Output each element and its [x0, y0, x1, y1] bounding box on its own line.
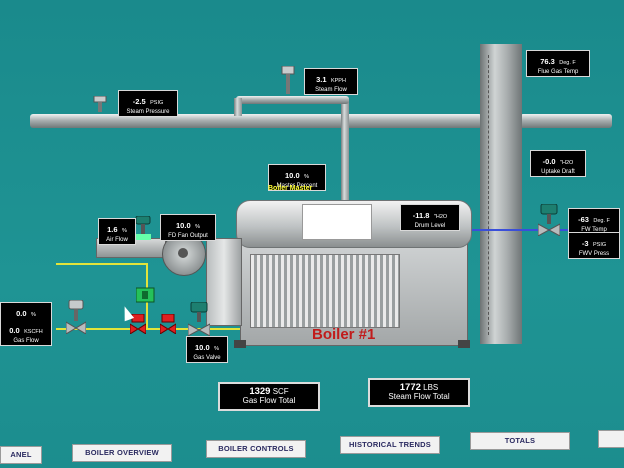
uptake-draft-unit: "H2O: [560, 160, 574, 166]
drum-level-unit: "H2O: [433, 214, 448, 220]
gas-total-label: Gas Flow Total: [242, 396, 296, 406]
uptake-draft-readout: -0.0 "H2O Uptake Draft: [530, 150, 586, 178]
steam-pressure-value: -2.5: [132, 97, 146, 106]
steam-riser-pipe: [341, 98, 349, 202]
fw-press-label: FWV Press: [578, 250, 610, 257]
fd-fan-hub: [178, 248, 188, 258]
boiler-leg: [234, 340, 246, 348]
uptake-draft-value: -0.0: [542, 157, 556, 166]
boiler-leg: [458, 340, 470, 348]
fw-temp-readout: -63 Deg. F FW Temp: [568, 208, 620, 236]
tab-extra[interactable]: [598, 430, 624, 448]
fd-fan-output-unit: %: [195, 224, 200, 230]
boiler-grate: [250, 254, 400, 328]
fd-fan-output-value: 10.0: [176, 221, 191, 230]
air-flow-value: 1.6: [107, 225, 118, 234]
feedwater-valve-icon[interactable]: [537, 203, 561, 241]
steam-header-pipe: [30, 114, 482, 128]
air-damper-icon[interactable]: [134, 215, 152, 247]
steam-flow-label: Steam Flow: [315, 86, 347, 93]
steam-total-label: Steam Flow Total: [388, 392, 450, 402]
master-percent-value: 10.0: [285, 171, 300, 180]
uptake-draft-label: Uptake Draft: [541, 168, 575, 175]
gas-line-top: [56, 263, 148, 265]
stack-edge-line: [488, 55, 490, 335]
tab-historical-trends[interactable]: HISTORICAL TRENDS: [340, 436, 440, 454]
fw-press-unit: PSIG: [592, 242, 607, 248]
fd-fan-output-label: FD Fan Output: [168, 232, 208, 239]
gas-valve-label: Gas Valve: [193, 354, 221, 361]
gas-flow-kscfh-unit: KSCFH: [24, 328, 43, 335]
gas-flow-kscfh-value: 0.0: [9, 325, 20, 335]
flue-gas-temp-label: Flue Gas Temp: [537, 68, 579, 75]
gas-control-valve-icon[interactable]: [187, 301, 211, 341]
gas-flow-label: Gas Flow: [13, 337, 39, 344]
tab-panel[interactable]: ANEL: [0, 446, 42, 464]
gas-flow-readout: 0.0 % 0.0 KSCFH Gas Flow: [0, 302, 52, 346]
air-flow-unit: %: [122, 228, 127, 234]
fw-temp-unit: Deg. F: [593, 218, 610, 224]
tab-totals[interactable]: TOTALS: [470, 432, 570, 450]
fw-temp-label: FW Temp: [581, 226, 607, 233]
exhaust-stack: [480, 44, 522, 344]
master-percent-label: Master Percent: [276, 182, 318, 189]
steam-pressure-unit: PSIG: [150, 100, 164, 106]
master-percent-readout: 10.0 % Master Percent: [268, 164, 326, 192]
boiler-master-label: Boiler Master: [268, 185, 313, 192]
flue-gas-temp-unit: Deg. F: [559, 60, 576, 66]
steam-flow-readout: 3.1 KPPH Steam Flow: [304, 68, 358, 96]
steam-total-unit: LBS: [423, 383, 439, 392]
gas-flow-valve-icon[interactable]: [65, 299, 87, 339]
air-flow-readout: 1.6 % Air Flow: [98, 218, 136, 246]
boiler-window: [302, 204, 372, 240]
feedwater-line: [472, 229, 572, 231]
drum-level-value: -11.8: [412, 211, 430, 220]
air-flow-label: Air Flow: [106, 236, 128, 243]
steam-riser-left: [234, 98, 242, 116]
gas-total-value: 1329: [249, 386, 271, 397]
fw-temp-value: -63: [578, 215, 589, 224]
gas-flow-percent-unit: %: [31, 312, 36, 318]
steam-total-value: 1772: [399, 382, 421, 393]
windbox-duct: [206, 238, 242, 326]
gas-valve-readout: 10.0 % Gas Valve: [186, 336, 228, 364]
steam-pressure-label: Steam Pressure: [126, 108, 170, 115]
tab-boiler-controls[interactable]: BOILER CONTROLS: [206, 440, 306, 458]
boiler-title: Boiler #1: [312, 326, 376, 343]
fw-press-readout: -3 PSIG FWV Press: [568, 232, 620, 260]
steam-flow-value: 3.1: [316, 75, 327, 84]
gas-total-unit: SCF: [272, 387, 289, 396]
flow-transmitter-icon: [280, 65, 296, 101]
gas-valve-unit: %: [214, 346, 219, 352]
tab-boiler-overview[interactable]: BOILER OVERVIEW: [72, 444, 172, 462]
steam-flow-unit: KPPH: [330, 78, 346, 84]
drum-level-label: Drum Level: [414, 222, 446, 229]
green-valve-icon[interactable]: [135, 286, 156, 311]
steam-riser-top: [236, 96, 349, 104]
fw-press-value: -3: [581, 239, 589, 248]
steam-pressure-readout: -2.5 PSIG Steam Pressure: [118, 90, 178, 118]
steam-header-pipe-right: [520, 114, 612, 128]
gas-line-main: [56, 328, 240, 330]
flue-gas-temp-value: 76.3: [540, 57, 555, 66]
drum-level-readout: -11.8 "H2O Drum Level: [400, 204, 460, 232]
gas-valve-value: 10.0: [195, 343, 210, 352]
fd-fan-output-readout: 10.0 % FD Fan Output: [160, 214, 216, 242]
steam-flow-total-box: 1772 LBS Steam Flow Total: [368, 378, 470, 408]
pressure-transmitter-icon: [92, 95, 108, 121]
gas-flow-total-box: 1329 SCF Gas Flow Total: [218, 382, 320, 412]
flue-gas-temp-readout: 76.3 Deg. F Flue Gas Temp: [526, 50, 590, 78]
master-percent-unit: %: [304, 174, 309, 180]
red-shutoff-valve-icon[interactable]: [159, 313, 177, 339]
gas-flow-percent-value: 0.0: [16, 309, 27, 318]
